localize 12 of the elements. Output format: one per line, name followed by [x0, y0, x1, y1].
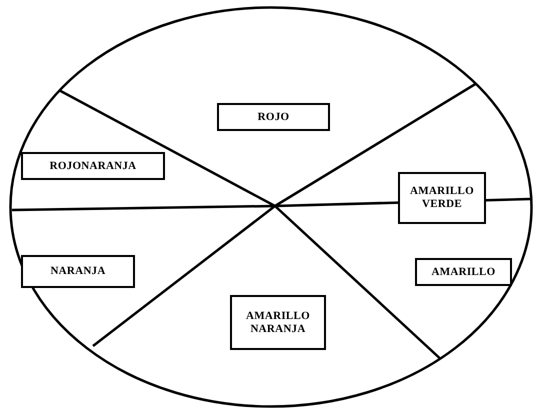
label-box	[230, 295, 326, 350]
label-box	[217, 103, 330, 131]
label-box	[415, 258, 512, 286]
color-name: ROJO	[258, 110, 290, 124]
color-name: ROJONARANJA	[50, 160, 136, 172]
label-box	[398, 172, 486, 224]
color-name: AMARILLO	[432, 266, 496, 278]
color-name: AMARILLO VERDE	[409, 185, 475, 211]
color-name: NARANJA	[50, 265, 106, 278]
label-box	[21, 152, 165, 180]
color-name: AMARILLO NARANJA	[245, 310, 311, 336]
label-box	[21, 255, 135, 288]
